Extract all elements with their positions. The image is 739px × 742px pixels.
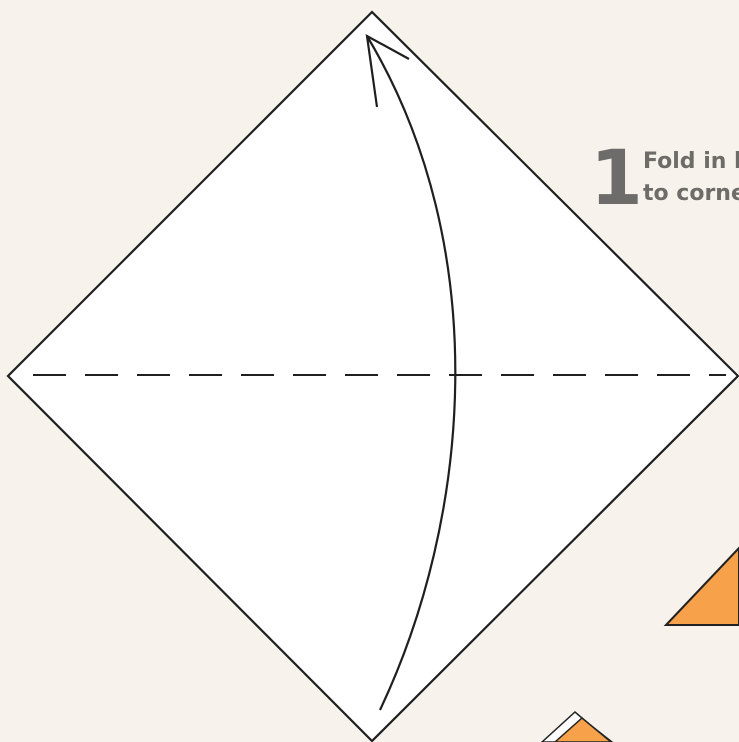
step-instruction-line-1: Fold in h (643, 149, 739, 174)
step-instruction-line-2: to corne (643, 181, 739, 206)
step-number: 1 (590, 133, 643, 222)
